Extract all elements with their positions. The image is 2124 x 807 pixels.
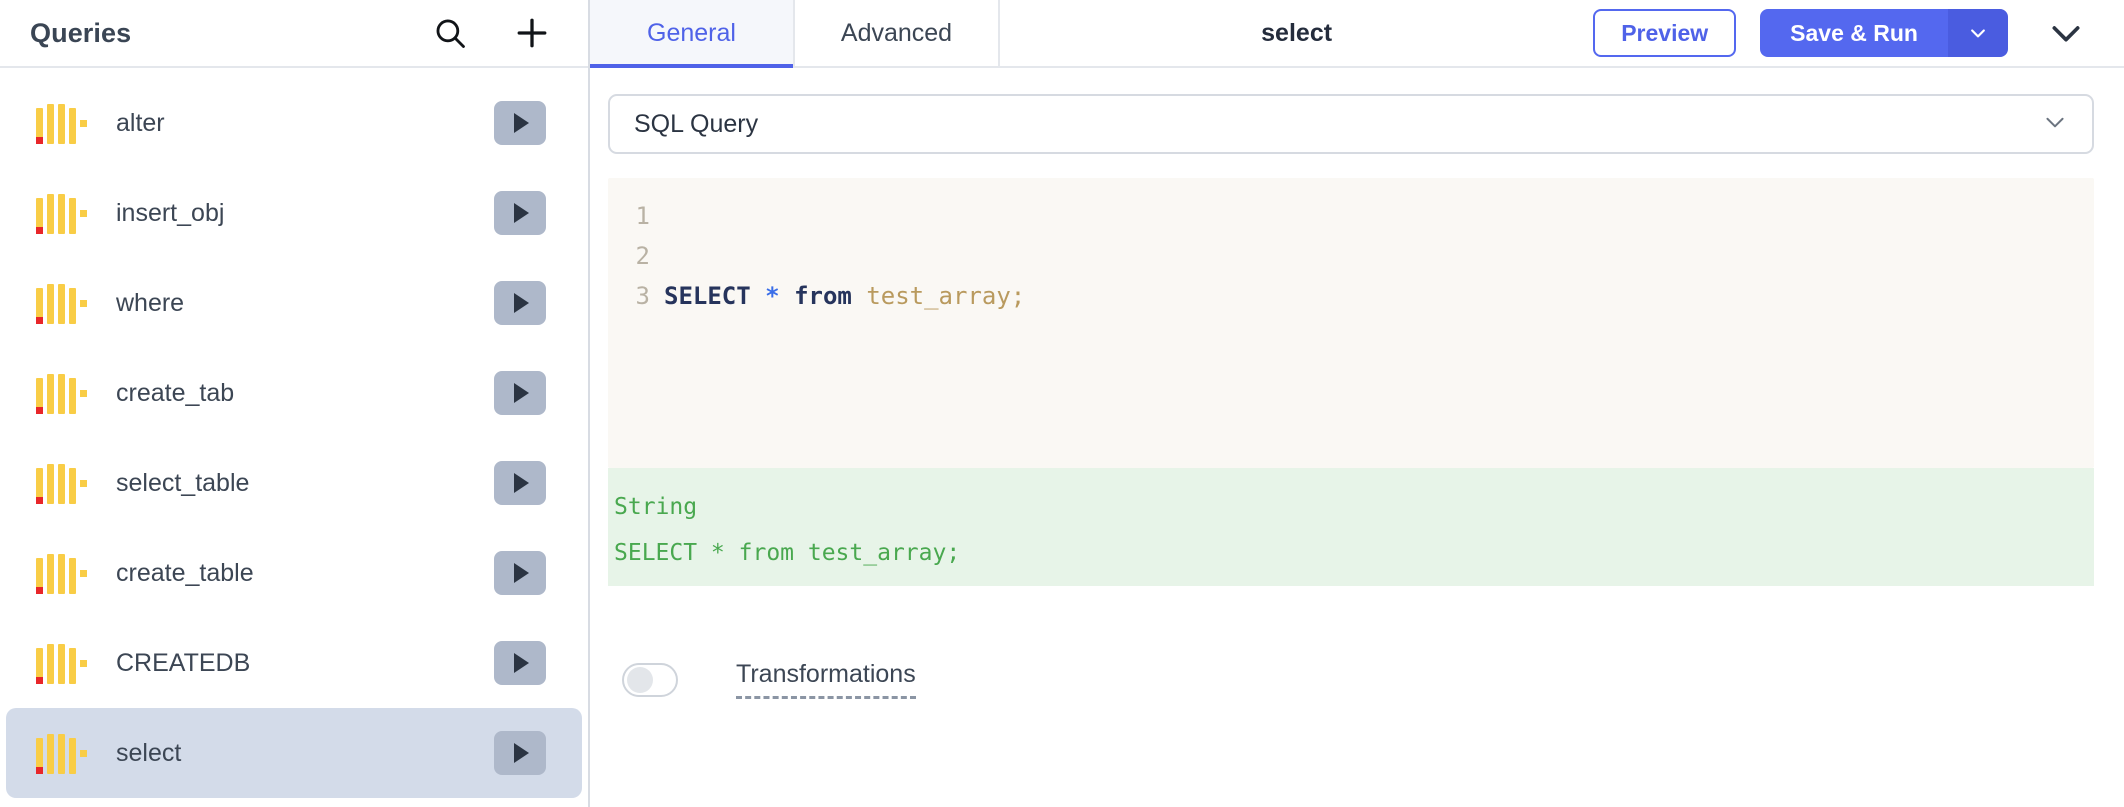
- play-icon[interactable]: [494, 641, 546, 685]
- play-icon[interactable]: [494, 731, 546, 775]
- sql-code-editor[interactable]: 1 2 3 SELECT * from test_array;: [608, 178, 2094, 468]
- code-space: [780, 282, 794, 310]
- play-icon[interactable]: [494, 191, 546, 235]
- play-icon[interactable]: [494, 281, 546, 325]
- query-bars-icon: [36, 102, 87, 144]
- query-list-item-create_tab[interactable]: create_tab: [6, 348, 582, 438]
- sql-keyword-select: SELECT: [664, 282, 751, 310]
- save-run-button-group: Save & Run: [1760, 9, 2008, 57]
- collapse-chevron-down-icon[interactable]: [2038, 5, 2094, 61]
- query-list-item-create_table[interactable]: create_table: [6, 528, 582, 618]
- sql-identifier: test_array;: [866, 282, 1026, 310]
- tab-advanced[interactable]: Advanced: [795, 0, 1000, 66]
- editor-line-numbers: 1 2 3: [608, 196, 664, 468]
- query-main-panel: General Advanced select Preview Save & R…: [590, 0, 2124, 807]
- query-name-title: select: [1261, 18, 1333, 47]
- sql-star: *: [765, 282, 780, 310]
- line-number: 1: [635, 202, 650, 230]
- query-bars-icon: [36, 642, 87, 684]
- tab-advanced-label: Advanced: [840, 18, 953, 47]
- editor-code-lines: SELECT * from test_array;: [664, 196, 2094, 468]
- code-line-1: SELECT * from test_array;: [664, 276, 2094, 316]
- sidebar-header: Queries: [0, 0, 588, 68]
- transformations-row: Transformations: [608, 660, 2094, 699]
- line-number: 3: [635, 282, 650, 310]
- play-icon[interactable]: [494, 371, 546, 415]
- preview-button[interactable]: Preview: [1593, 9, 1737, 57]
- query-list-item-label: create_table: [116, 558, 254, 587]
- query-type-select-value: SQL Query: [634, 109, 759, 138]
- code-space: [751, 282, 765, 310]
- query-bars-icon: [36, 372, 87, 414]
- query-bars-icon: [36, 552, 87, 594]
- query-type-chevron-down-icon: [2042, 109, 2068, 140]
- transformations-label[interactable]: Transformations: [736, 660, 916, 699]
- query-bars-icon: [36, 282, 87, 324]
- query-list-item-label: CREATEDB: [116, 648, 251, 677]
- code-line-2: [664, 396, 2094, 436]
- search-icon[interactable]: [430, 13, 470, 53]
- query-bars-icon: [36, 192, 87, 234]
- query-type-select[interactable]: SQL Query: [608, 94, 2094, 154]
- line-number: 2: [635, 242, 650, 270]
- page-title: Queries: [30, 17, 132, 48]
- save-run-chevron-down-icon[interactable]: [1948, 9, 2008, 57]
- query-list-item-label: select: [116, 738, 182, 767]
- query-bars-icon: [36, 732, 87, 774]
- save-run-button[interactable]: Save & Run: [1760, 9, 1948, 57]
- toggle-knob: [627, 666, 653, 693]
- query-list-item-insert_obj[interactable]: insert_obj: [6, 168, 582, 258]
- plus-icon[interactable]: [512, 13, 552, 53]
- result-type-label: String: [614, 494, 698, 520]
- query-result-preview: String SELECT * from test_array;: [608, 468, 2094, 586]
- query-list-item-label: alter: [116, 108, 165, 137]
- query-list-item-createdb[interactable]: CREATEDB: [6, 618, 582, 708]
- play-icon[interactable]: [494, 551, 546, 595]
- topbar-actions: Preview Save & Run: [1593, 0, 2124, 66]
- tab-general[interactable]: General: [590, 0, 795, 68]
- query-list-item-select_table[interactable]: select_table: [6, 438, 582, 528]
- transformations-toggle[interactable]: [622, 662, 678, 697]
- query-list-item-select[interactable]: select: [6, 708, 582, 798]
- play-icon[interactable]: [494, 461, 546, 505]
- query-bars-icon: [36, 462, 87, 504]
- query-list-item-label: insert_obj: [116, 198, 225, 227]
- play-icon[interactable]: [494, 101, 546, 145]
- code-space: [852, 282, 866, 310]
- result-value: SELECT * from test_array;: [614, 540, 961, 566]
- query-list-item-where[interactable]: where: [6, 258, 582, 348]
- query-list-item-alter[interactable]: alter: [6, 78, 582, 168]
- query-list-item-label: select_table: [116, 468, 250, 497]
- sidebar-header-actions: [430, 13, 552, 53]
- query-list-item-label: create_tab: [116, 378, 235, 407]
- sql-keyword-from: from: [794, 282, 852, 310]
- main-topbar: General Advanced select Preview Save & R…: [590, 0, 2124, 68]
- query-list-item-label: where: [116, 288, 185, 317]
- tab-general-label: General: [647, 18, 736, 47]
